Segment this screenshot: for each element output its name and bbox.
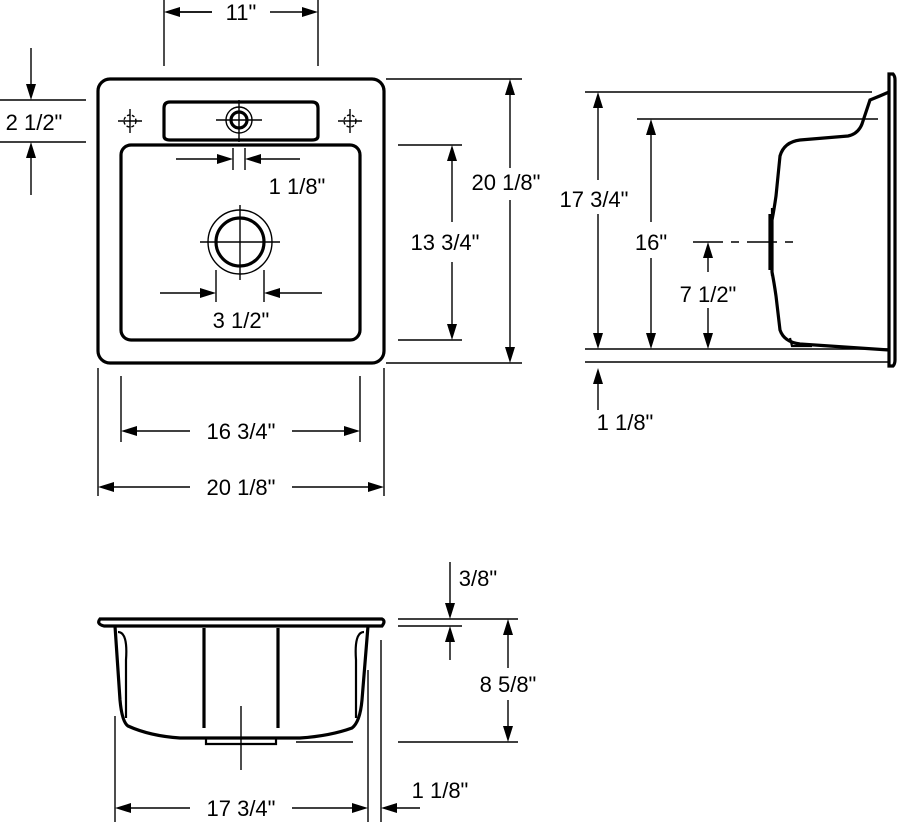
dim-bowl-depth: 8 5/8" [480,672,537,697]
dim-bottom-width: 17 3/4" [207,796,276,821]
dim-front-offset: 1 1/8" [412,778,469,803]
dim-side-depth: 16" [635,230,667,255]
sink-outer-outline [96,77,386,365]
bowl-outline [119,143,362,342]
side-bowl-body [770,90,890,352]
side-view: 17 3/4" 16" 7 1/2" 1 1/8" [560,72,897,435]
front-view: 3/8" 8 5/8" 17 3/4" 1 1/8" [97,562,537,822]
front-bowl-body [113,625,370,740]
dim-overall-width: 20 1/8" [207,475,276,500]
dim-overall-length: 20 1/8" [472,170,541,195]
dim-faucet-hole: 1 1/8" [269,174,326,199]
dim-bowl-length: 13 3/4" [411,230,480,255]
dim-rim-thickness: 3/8" [459,566,497,591]
front-rim [97,617,386,628]
top-view: 11" 2 1/2" 1 1/8" 3 1/2" 13 3/4" [0,0,540,500]
dim-side-flange: 1 1/8" [597,410,654,435]
dim-drain-height: 7 1/2" [680,282,737,307]
faucet-deck [162,100,320,142]
dim-side-length: 17 3/4" [560,187,629,212]
dim-faucet-spacing: 11" [226,0,257,25]
side-flange [887,72,897,368]
left-knockout-icon [118,109,142,133]
right-knockout-icon [338,109,362,133]
dim-drain-diameter: 3 1/2" [213,308,270,333]
dim-ledge-depth: 2 1/2" [6,110,63,135]
dim-bowl-width: 16 3/4" [207,419,276,444]
